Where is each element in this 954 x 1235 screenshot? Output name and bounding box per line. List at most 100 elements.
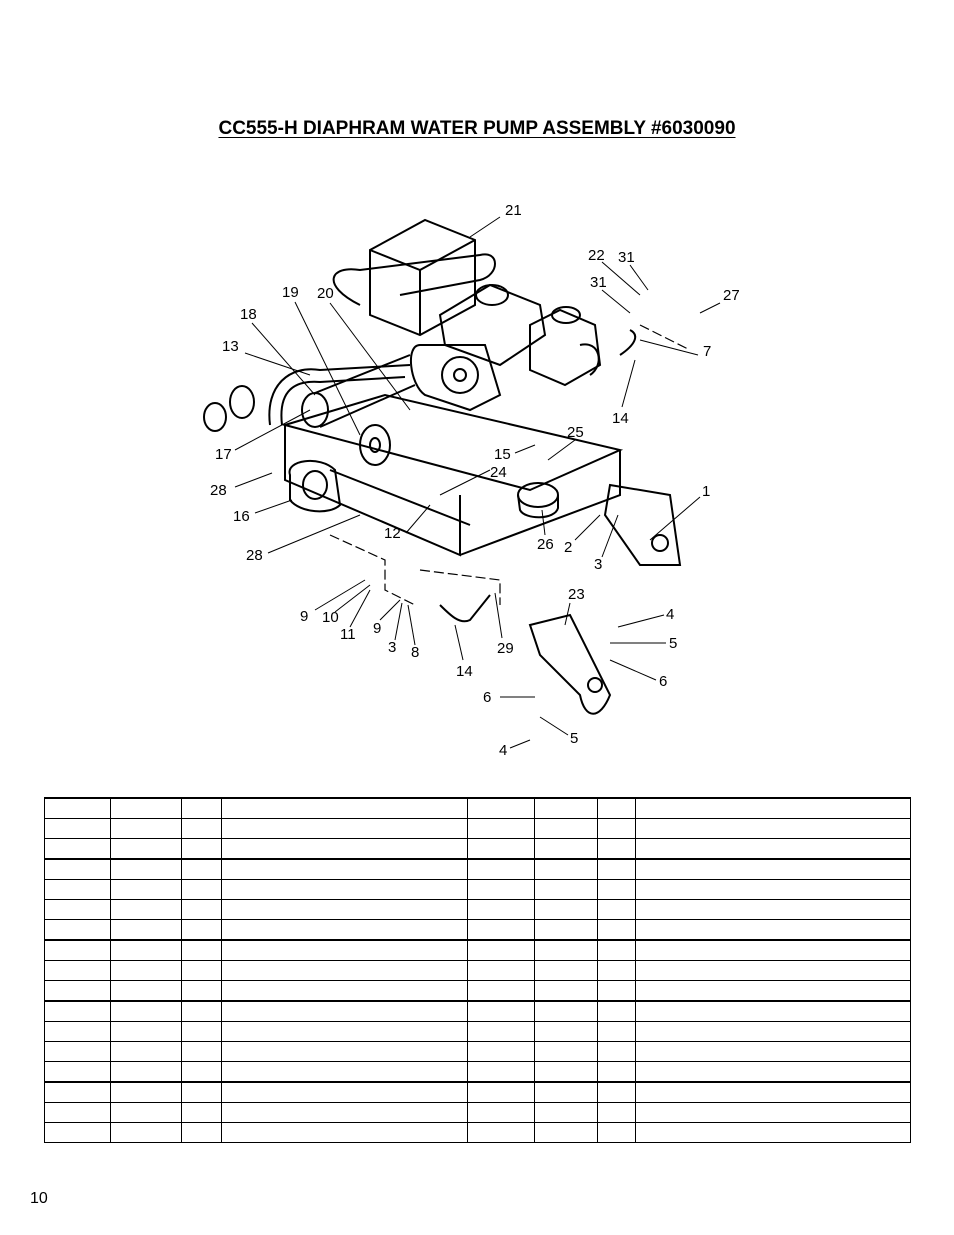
table-row [44, 1021, 911, 1042]
table-row [44, 818, 911, 839]
table-row [44, 980, 911, 1002]
callout-label: 21 [505, 202, 522, 219]
callout-label: 7 [703, 343, 711, 360]
table-cell [534, 1122, 598, 1143]
table-cell [110, 797, 182, 819]
table-cell [635, 899, 911, 920]
table-cell [221, 1122, 468, 1143]
table-cell [467, 1021, 535, 1042]
table-row [44, 1061, 911, 1083]
callout-label: 1 [702, 483, 710, 500]
callout-label: 5 [570, 730, 578, 747]
table-cell [467, 1122, 535, 1143]
table-cell [635, 1102, 911, 1123]
table-row [44, 919, 911, 941]
dashed-leaders [329, 324, 691, 606]
table-cell [181, 879, 222, 900]
assembly-drawing [203, 218, 682, 715]
table-cell [635, 818, 911, 839]
table-cell [110, 899, 182, 920]
table-cell [110, 1122, 182, 1143]
callout-label: 5 [669, 635, 677, 652]
table-cell [597, 1102, 636, 1123]
table-row [44, 1122, 911, 1143]
table-cell [597, 858, 636, 880]
table-cell [44, 1102, 111, 1123]
table-cell [597, 1081, 636, 1103]
table-cell [181, 1041, 222, 1062]
table-row [44, 960, 911, 981]
callout-label: 9 [373, 620, 381, 637]
table-cell [597, 1122, 636, 1143]
table-cell [110, 939, 182, 961]
callout-labels: 21 22 31 31 27 19 20 18 13 7 14 17 15 25… [210, 202, 740, 759]
table-cell [181, 899, 222, 920]
callout-label: 23 [568, 586, 585, 603]
table-cell [221, 818, 468, 839]
table-cell [534, 797, 598, 819]
table-cell [221, 899, 468, 920]
table-cell [597, 818, 636, 839]
table-cell [597, 899, 636, 920]
callout-label: 11 [340, 626, 356, 643]
callout-label: 13 [222, 338, 239, 355]
table-cell [221, 858, 468, 880]
table-row [44, 1000, 911, 1022]
table-cell [534, 1061, 598, 1083]
table-cell [467, 797, 535, 819]
table-cell [467, 1000, 535, 1022]
page-number: 10 [30, 1190, 48, 1207]
callout-label: 2 [564, 539, 572, 556]
table-cell [534, 818, 598, 839]
table-cell [44, 899, 111, 920]
table-cell [534, 879, 598, 900]
table-cell [110, 818, 182, 839]
table-cell [467, 980, 535, 1002]
table-cell [635, 1061, 911, 1083]
table-cell [635, 1081, 911, 1103]
callout-label: 27 [723, 287, 740, 304]
table-cell [597, 1000, 636, 1022]
table-cell [635, 797, 911, 819]
callout-label: 22 [588, 247, 605, 264]
table-cell [221, 797, 468, 819]
table-cell [534, 1021, 598, 1042]
table-cell [597, 960, 636, 981]
callout-label: 8 [411, 644, 419, 661]
table-cell [635, 838, 911, 860]
table-cell [467, 838, 535, 860]
table-cell [110, 960, 182, 981]
table-cell [534, 1081, 598, 1103]
table-cell [44, 838, 111, 860]
table-cell [221, 879, 468, 900]
table-cell [110, 919, 182, 941]
table-cell [467, 899, 535, 920]
callout-label: 26 [537, 536, 554, 553]
callout-label: 3 [388, 639, 396, 656]
table-cell [467, 960, 535, 981]
table-row [44, 1081, 911, 1103]
table-cell [181, 1122, 222, 1143]
table-row [44, 939, 911, 961]
table-cell [597, 1021, 636, 1042]
callout-label: 20 [317, 285, 334, 302]
table-cell [44, 818, 111, 839]
table-cell [635, 1041, 911, 1062]
table-cell [181, 980, 222, 1002]
callout-label: 31 [590, 274, 607, 291]
callout-label: 6 [483, 689, 491, 706]
table-cell [635, 980, 911, 1002]
table-cell [110, 838, 182, 860]
table-cell [44, 960, 111, 981]
table-cell [597, 838, 636, 860]
table-cell [110, 879, 182, 900]
table-cell [534, 919, 598, 941]
table-cell [181, 1061, 222, 1083]
table-cell [534, 1102, 598, 1123]
callout-label: 9 [300, 608, 308, 625]
table-cell [221, 980, 468, 1002]
table-cell [221, 960, 468, 981]
table-cell [44, 1061, 111, 1083]
table-cell [44, 1081, 111, 1103]
table-row [44, 1102, 911, 1123]
